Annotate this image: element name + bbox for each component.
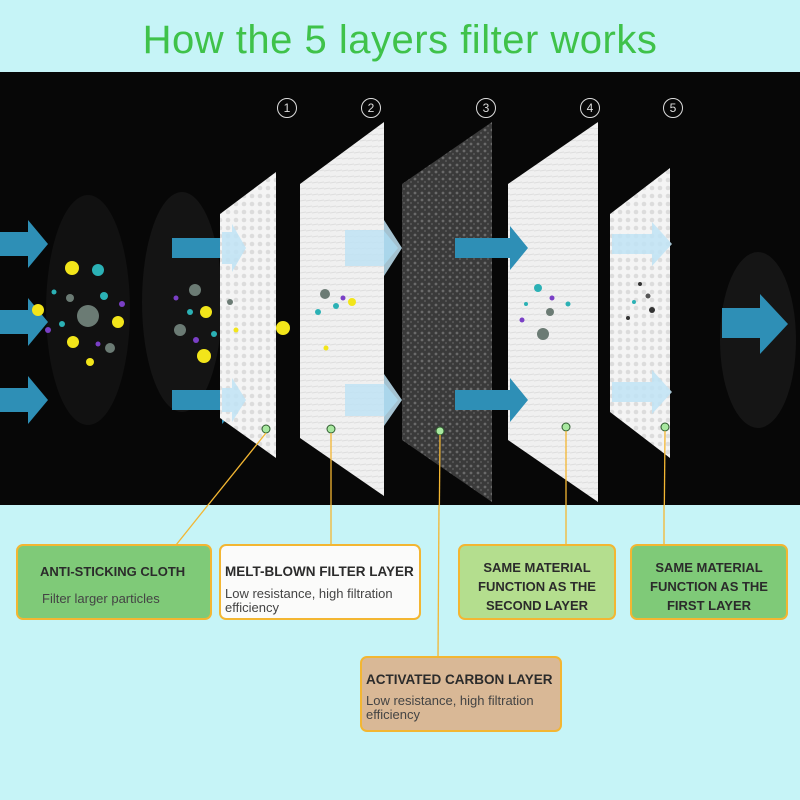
layer-marker	[261, 424, 271, 434]
particle-group	[519, 284, 571, 340]
connector-line	[175, 504, 209, 546]
layer-number-circle-icon: 2	[361, 98, 381, 118]
layer-number-circle-icon: 4	[580, 98, 600, 118]
right-arrow-icon	[455, 378, 528, 422]
layer-marker	[561, 422, 571, 432]
layer-number-circle-icon: 3	[476, 98, 496, 118]
connector-line	[663, 430, 666, 505]
layer-marker	[326, 424, 336, 434]
right-arrow-icon	[222, 224, 246, 272]
filter-diagram	[0, 72, 800, 505]
particle-group	[173, 284, 217, 363]
label-anti-sticking-cloth: ANTI-STICKING CLOTH Filter larger partic…	[16, 544, 212, 620]
right-arrow-icon	[222, 378, 246, 422]
particle-cloud	[720, 252, 796, 428]
layer-marker	[435, 426, 445, 436]
label-description: Low resistance, high filtration efficien…	[366, 693, 534, 722]
page-title: How the 5 layers filter works	[142, 18, 658, 62]
layer-3-activated-carbon	[402, 122, 492, 502]
label-title: MELT-BLOWN FILTER LAYER	[225, 564, 414, 579]
particle-group	[227, 289, 356, 351]
particle-group	[32, 261, 125, 366]
label-description: Low resistance, high filtration efficien…	[225, 586, 393, 615]
label-title: SAME MATERIAL FUNCTION AS THE FIRST LAYE…	[650, 560, 768, 613]
label-melt-blown-filter-layer: MELT-BLOWN FILTER LAYER Low resistance, …	[219, 544, 421, 620]
connector-line	[207, 432, 267, 505]
label-same-material-second: SAME MATERIAL FUNCTION AS THE SECOND LAY…	[458, 544, 616, 620]
label-description: Filter larger particles	[42, 591, 160, 606]
layer-number-circle-icon: 5	[663, 98, 683, 118]
particle-group	[626, 282, 655, 320]
particle-cloud	[142, 192, 222, 412]
right-arrow-icon	[612, 370, 672, 414]
right-arrow-icon	[0, 376, 48, 424]
layer-2-melt-blown	[300, 122, 384, 496]
filter-illustration	[0, 122, 796, 505]
label-title: SAME MATERIAL FUNCTION AS THE SECOND LAY…	[478, 560, 596, 613]
right-arrow-icon	[455, 226, 528, 270]
label-title: ACTIVATED CARBON LAYER	[366, 672, 553, 687]
connector-line	[437, 504, 440, 659]
layer-number-circle-icon: 1	[277, 98, 297, 118]
layer-1-anti-sticking-cloth	[220, 172, 276, 458]
right-arrow-icon	[345, 220, 402, 276]
right-arrow-icon	[345, 374, 402, 426]
layer-marker	[660, 422, 670, 432]
label-activated-carbon-layer: ACTIVATED CARBON LAYER Low resistance, h…	[360, 656, 562, 732]
right-arrow-icon	[612, 222, 672, 266]
layer-5-anti-sticking-cloth	[610, 168, 670, 458]
right-arrow-icon	[722, 294, 788, 354]
label-title: ANTI-STICKING CLOTH	[40, 564, 186, 579]
right-arrow-icon	[0, 220, 48, 268]
label-same-material-first: SAME MATERIAL FUNCTION AS THE FIRST LAYE…	[630, 544, 788, 620]
connector-line	[438, 434, 441, 505]
